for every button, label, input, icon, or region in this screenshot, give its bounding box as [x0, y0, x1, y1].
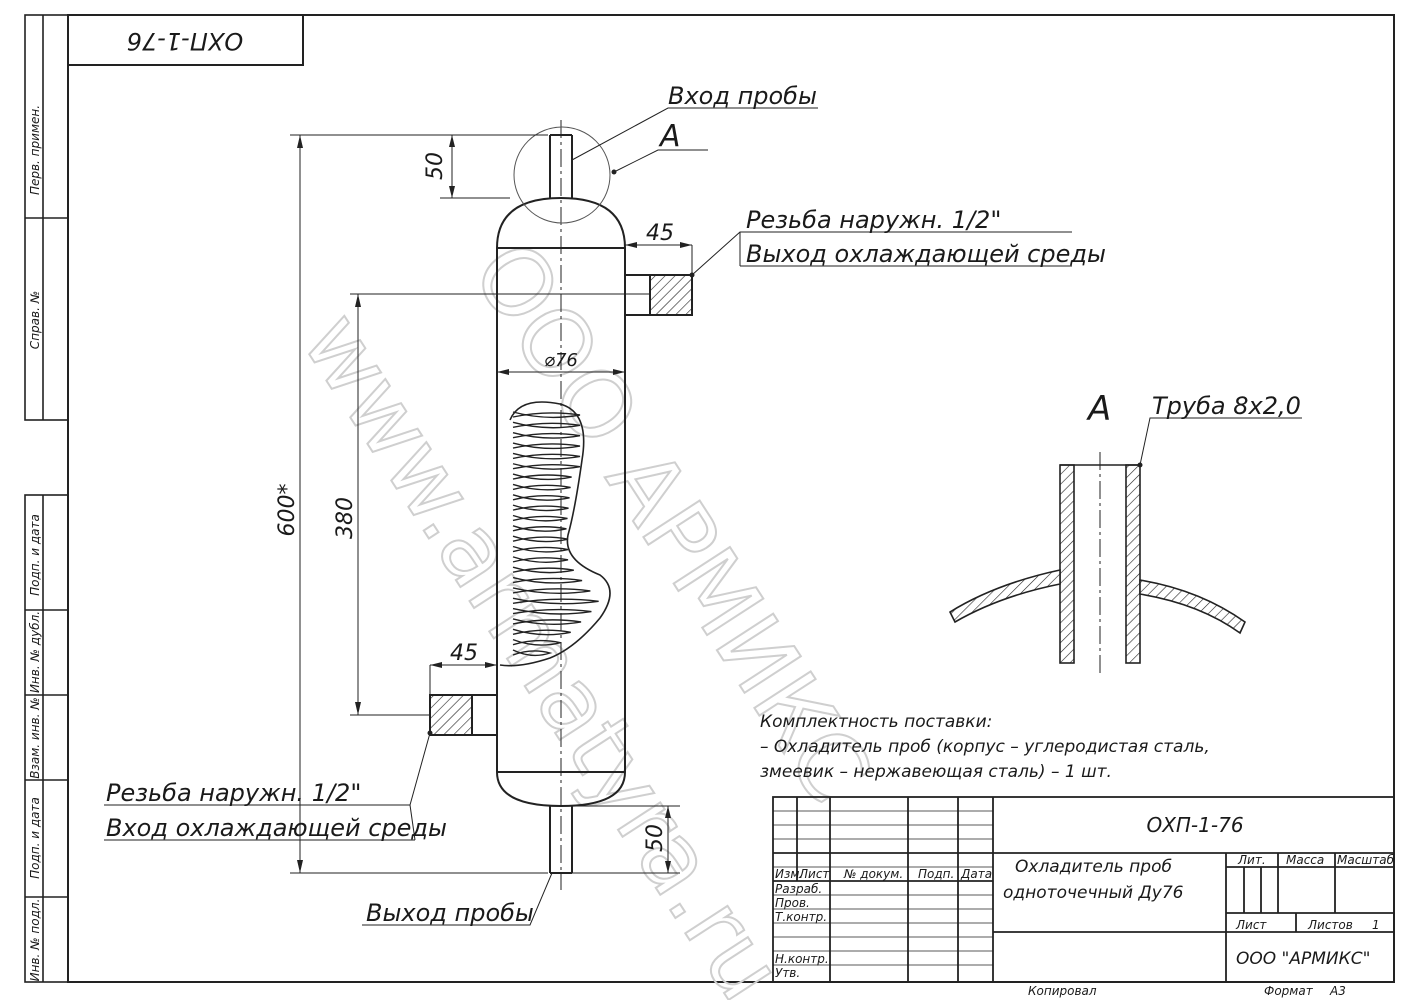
tb-sheet: Лист: [1235, 918, 1267, 932]
tb-product-name-1: Охладитель проб: [1015, 857, 1172, 877]
coil-turn: [512, 442, 581, 450]
tb-col-izm: Изм.: [775, 867, 803, 881]
detail-a-leader-dot: [1137, 462, 1143, 468]
title-block-thin-rows: [773, 810, 993, 966]
label-thread-bottom: Резьба наружн. 1/2": [106, 779, 361, 807]
coil-turn: [512, 618, 582, 626]
coil-turn: [512, 628, 571, 636]
dim-top-nozzle: 45: [646, 221, 674, 246]
tb-col-data: Дата: [960, 867, 992, 881]
tb-row-tkontr: Т.контр.: [775, 910, 827, 924]
tb-col-podp: Подп.: [918, 867, 954, 881]
tb-sheets-count: 1: [1372, 918, 1380, 932]
label-thread-top: Резьба наружн. 1/2": [746, 206, 1001, 234]
coil-turn: [512, 638, 561, 646]
label-inlet-sample: Вход пробы: [668, 82, 817, 110]
coil-turn: [512, 452, 581, 460]
coil-turn: [512, 597, 599, 605]
delivery-line-2: змеевик – нержавеющая сталь) – 1 шт.: [760, 762, 1112, 782]
delivery-line-1: – Охладитель проб (корпус – углеродистая…: [760, 737, 1210, 757]
coil-turn: [512, 504, 569, 512]
tb-sheets: Листов: [1307, 918, 1353, 932]
side-sprav-no: Справ. №: [28, 291, 42, 349]
dim-diameter: ⌀76: [544, 350, 578, 371]
side-podp-data-2: Подп. и дата: [28, 797, 42, 879]
dimension-arrows: [297, 135, 692, 873]
detail-a-pipe-label: Труба 8х2,0: [1152, 392, 1301, 420]
coil-turn: [512, 566, 574, 574]
coil-turn: [512, 463, 581, 470]
nozzle-coolant-out: [625, 274, 693, 316]
tb-masshtab: Масштаб: [1337, 853, 1395, 867]
tb-company: ООО "АРМИКС": [1236, 949, 1370, 969]
label-coolant-out: Выход охлаждающей среды: [746, 240, 1106, 268]
detail-a-callout-circle: [513, 126, 611, 224]
coil-breakout: [499, 401, 611, 667]
dim-bottom-nozzle: 45: [450, 641, 478, 666]
tb-lit: Лит.: [1237, 853, 1266, 867]
label-view-a: A: [658, 119, 681, 154]
tb-col-list: Лист: [798, 867, 830, 881]
label-coolant-in: Вход охлаждающей среды: [106, 814, 447, 842]
coil-turn: [512, 545, 569, 553]
coil-turn: [512, 514, 568, 522]
label-outlet-sample: Выход пробы: [366, 899, 534, 927]
coil-turns: [512, 411, 599, 657]
delivery-title: Комплектность поставки:: [760, 712, 992, 732]
tb-designation: ОХП-1-76: [1146, 813, 1243, 837]
tb-col-doc: № докум.: [843, 867, 903, 881]
coil-turn: [512, 411, 581, 419]
tb-massa: Масса: [1286, 853, 1324, 867]
side-inv-dubl: Инв. № дубл.: [28, 611, 42, 693]
dim-overall: 600*: [275, 484, 300, 537]
coil-turn: [512, 607, 592, 615]
coil-turn: [512, 432, 581, 439]
nozzle-coolant-in: [429, 694, 497, 736]
tb-format-value: А3: [1329, 984, 1346, 998]
side-perv-primen: Перв. примен.: [28, 105, 42, 195]
side-inv-podl: Инв. № подл.: [28, 899, 42, 982]
coil-turn: [512, 587, 591, 594]
coil-turn: [512, 556, 569, 563]
tb-row-utv: Утв.: [775, 966, 800, 980]
side-stamp: [24, 14, 69, 983]
tb-product-name-2: одноточечный Ду76: [1003, 883, 1184, 903]
tb-format: Формат: [1264, 984, 1314, 998]
coil-turn: [512, 494, 570, 501]
side-vzam-inv: Взам. инв. №: [28, 697, 42, 778]
mirrored-stamp: ОХП-1-76: [67, 14, 304, 66]
coil-turn: [512, 649, 553, 657]
dim-bottom-pipe: 50: [643, 824, 668, 852]
tb-row-razrab: Разраб.: [775, 882, 822, 896]
leader-dots: [427, 169, 695, 736]
detail-a-letter: A: [1086, 389, 1111, 429]
dim-top-pipe: 50: [423, 152, 448, 180]
mirrored-designation: ОХП-1-76: [127, 27, 244, 55]
tb-copied: Копировал: [1028, 984, 1097, 998]
leaders: [104, 107, 1072, 926]
coil-turn: [512, 483, 571, 491]
coil-turn: [512, 525, 567, 532]
coil-turn: [512, 576, 583, 584]
coil-turn: [512, 473, 572, 481]
coil-turn: [512, 535, 569, 543]
coil-turn: [512, 421, 581, 429]
detail-a-view: [948, 417, 1302, 675]
side-podp-data-1: Подп. и дата: [28, 514, 42, 596]
tb-row-nkontr: Н.контр.: [775, 952, 829, 966]
tb-row-prov: Пров.: [775, 896, 810, 910]
dim-coil-span: 380: [333, 497, 358, 539]
